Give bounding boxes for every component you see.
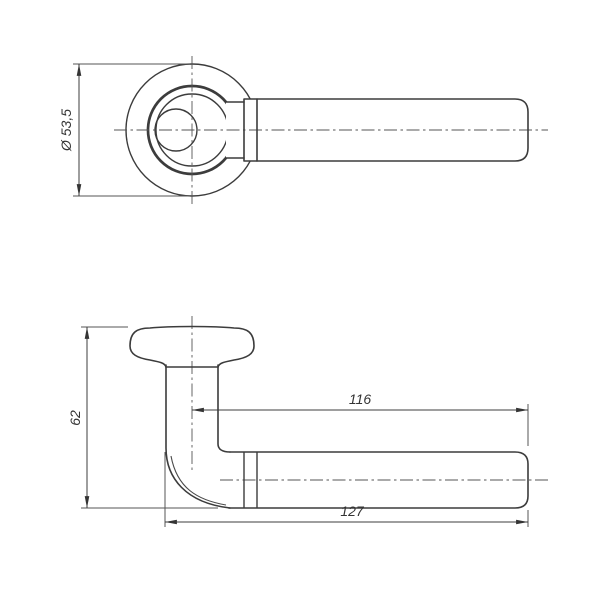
collar-outline <box>243 98 258 162</box>
rose-profile <box>129 325 255 368</box>
dimension-label-height: 62 <box>67 410 83 426</box>
dimension-rose-diameter: Ø 53,5 <box>58 63 190 197</box>
neck-inner-profile <box>217 364 231 453</box>
dimension-label-axis-length: 116 <box>349 391 372 407</box>
dimension-label-rose-diameter: Ø 53,5 <box>58 109 74 152</box>
dimension-label-overall-length: 127 <box>340 503 365 519</box>
lever-occluder <box>226 99 528 161</box>
dimension-overall-length: 127 <box>164 452 529 527</box>
dimension-axis-length: 116 <box>191 391 529 446</box>
grip-outline <box>256 98 529 162</box>
dimension-overall-height: 62 <box>67 326 218 509</box>
front-view: Ø 53,5 <box>58 56 548 204</box>
neck-outline <box>225 101 245 159</box>
elbow-blend-line <box>170 455 227 506</box>
grip-profile <box>228 451 529 509</box>
side-view: 62 116 127 <box>67 316 548 527</box>
neck-outer-profile <box>165 364 231 509</box>
